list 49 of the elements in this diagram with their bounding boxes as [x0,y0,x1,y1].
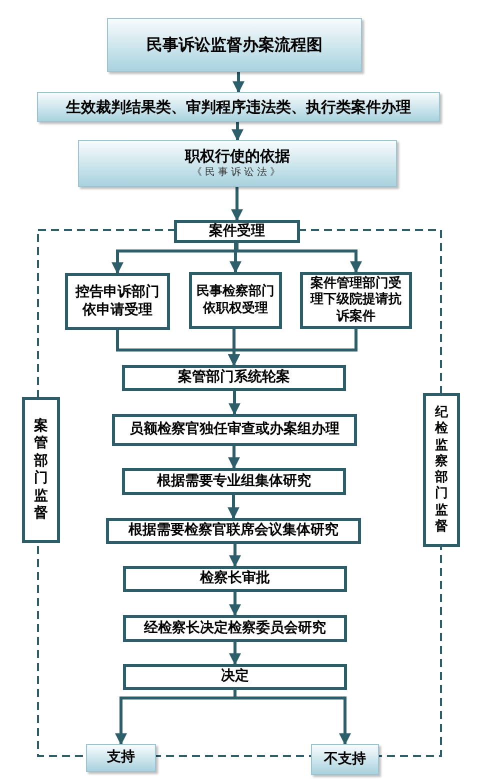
box-label: 生效裁判结果类、审判程序违法类、执行类案件办理 [66,98,411,116]
box-label: 案管部门监督 [34,418,48,522]
process-box [300,272,412,329]
box-label: 民事检察部门依职权受理 [196,284,275,317]
box-label: 员额检察官独任审查或办案组办理 [130,421,340,439]
box-label: 控告申诉部门依申请受理 [74,284,160,319]
arrow [229,544,241,568]
box-subtitle: 《民事诉讼法》 [192,166,283,180]
supervision-box [22,397,60,543]
arrow [228,495,240,520]
supervision-box [423,393,460,547]
arrow [234,690,351,746]
process-box [78,140,397,187]
process-box [189,272,282,329]
arrow [232,72,244,94]
box-label: 根据需要专业组集体研究 [157,472,311,490]
box-label: 纪检监察部门监督 [435,405,448,535]
box-label: 案件受理 [209,222,265,240]
arrow [231,187,243,222]
box-label: 根据需要检察官联席会议集体研究 [128,522,338,540]
process-box [86,744,156,772]
arrow [228,446,240,470]
arrow [232,122,244,142]
process-box [65,273,170,330]
process-box [311,744,379,775]
process-box [112,414,357,446]
arrow [228,329,358,366]
box-label: 案件管理部门受理下级院提请抗诉案件 [309,276,402,325]
arrow [229,642,241,666]
process-box [123,664,347,690]
box-label: 支持 [107,749,135,767]
box-label: 民事诉讼监督办案流程图 [146,35,322,55]
arrow [229,592,241,616]
process-box [107,18,362,72]
process-box [122,365,346,391]
box-label: 职权行使的依据 [185,146,290,166]
box-label: 决定 [221,668,249,686]
box-label: 案管部门系统轮案 [178,369,290,387]
arrow [228,391,240,416]
process-box [174,220,300,243]
process-box [37,92,440,122]
box-label: 不支持 [324,750,366,768]
process-box [106,518,361,544]
process-box [123,615,347,642]
box-label: 经检察长决定检察委员会研究 [144,620,326,638]
process-box [122,468,346,495]
arrow [230,243,242,274]
process-box [123,566,347,592]
box-label: 检察长审批 [200,570,270,588]
